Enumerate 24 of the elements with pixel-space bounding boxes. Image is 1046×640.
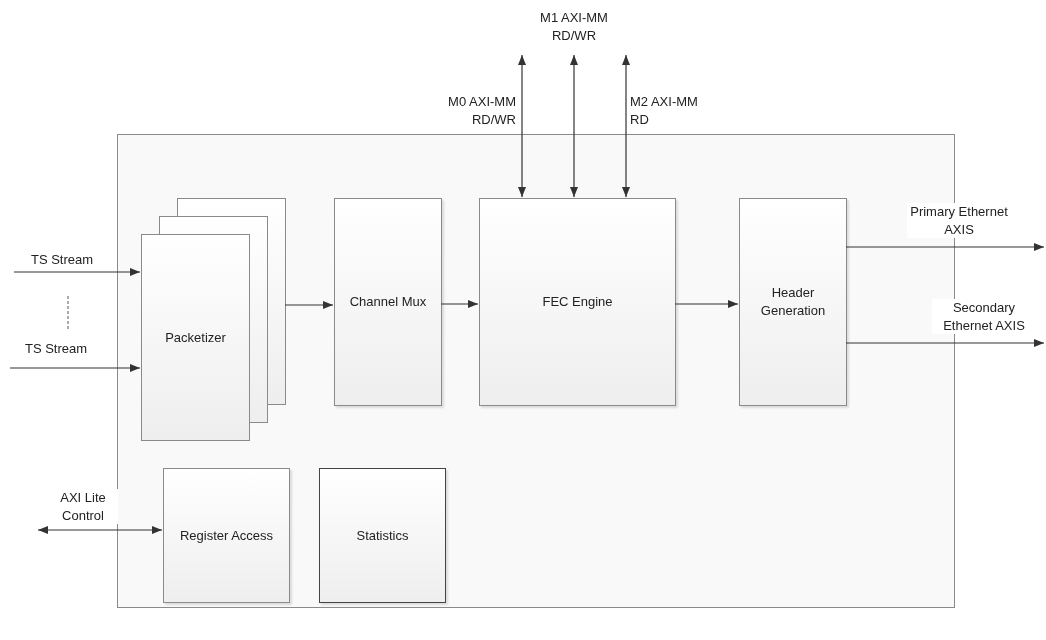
edge-label: Primary Ethernet AXIS xyxy=(907,203,1011,239)
arrow xyxy=(570,54,578,198)
block-label: Register Access xyxy=(178,526,275,545)
arrow xyxy=(440,300,479,308)
process-block xyxy=(163,468,290,603)
block-label: FEC Engine xyxy=(541,293,614,311)
arrow xyxy=(9,364,141,372)
process-block xyxy=(334,198,442,406)
arrow xyxy=(518,54,526,198)
arrow xyxy=(37,526,163,534)
arrow xyxy=(284,301,334,309)
stacked-block xyxy=(141,198,286,441)
process-block xyxy=(319,468,446,603)
arrow xyxy=(845,243,1045,251)
process-block xyxy=(479,198,676,406)
arrow xyxy=(13,268,141,276)
arrow xyxy=(622,54,630,198)
block-label: Channel Mux xyxy=(348,293,428,311)
block-label: Packetizer xyxy=(164,329,227,347)
arrow xyxy=(845,339,1045,347)
block-label: Statistics xyxy=(355,526,410,545)
process-block xyxy=(739,198,847,406)
block-label: Header Generation xyxy=(759,284,827,320)
arrow xyxy=(674,300,739,308)
